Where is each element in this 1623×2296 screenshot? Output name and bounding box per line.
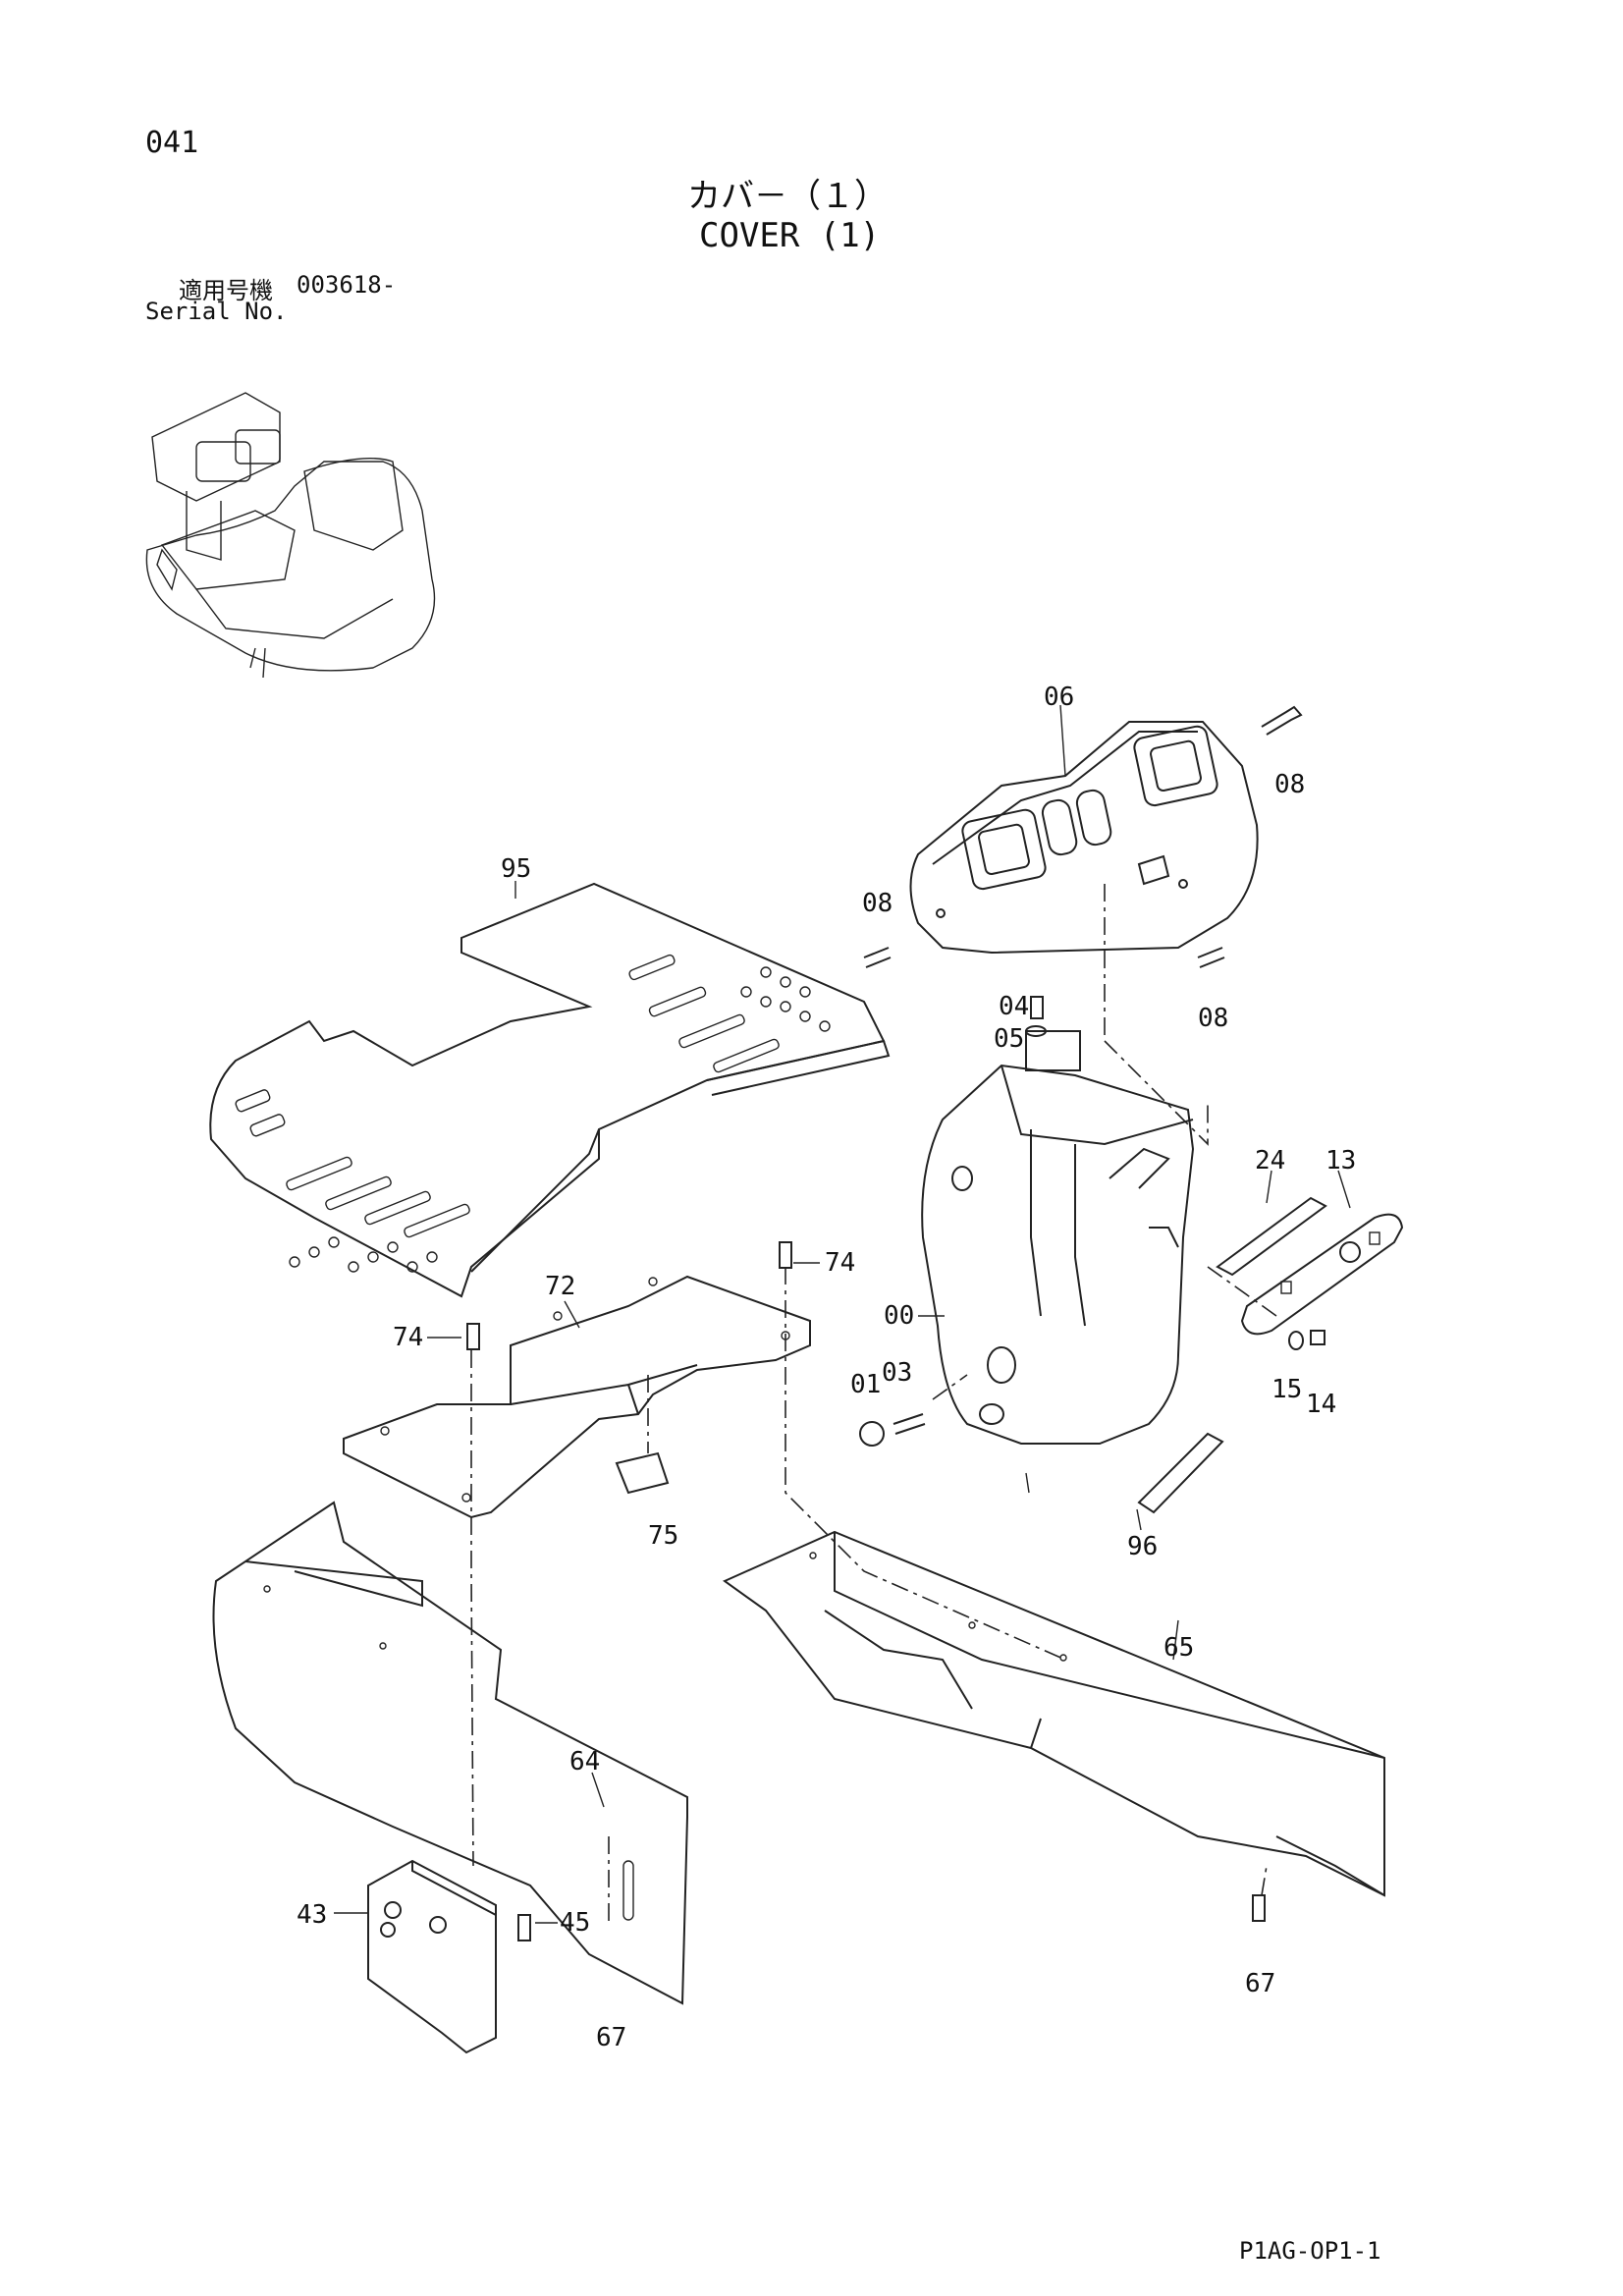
callout-74-right: 74	[825, 1248, 855, 1278]
title-japanese: カバ－（１）	[687, 177, 888, 216]
part-65-right-side-panel	[722, 1530, 1385, 1897]
callout-67-left: 67	[596, 2023, 626, 2052]
drawing-code: P1AG-OP1-1	[1239, 2237, 1381, 2265]
mat-slots	[235, 954, 780, 1238]
callout-43: 43	[297, 1900, 327, 1930]
callout-08-left: 08	[862, 889, 893, 918]
callout-64: 64	[569, 1747, 600, 1777]
callout-96: 96	[1127, 1532, 1158, 1561]
part-96-guide	[1137, 1432, 1224, 1514]
callout-24: 24	[1255, 1146, 1285, 1175]
callout-72: 72	[545, 1272, 575, 1301]
part-64-left-side-panel	[212, 1501, 688, 2005]
part-24-rod	[1216, 1196, 1327, 1277]
assembly-lines	[470, 884, 1277, 1925]
part-72-bracket-plate	[343, 1275, 811, 1519]
callout-14: 14	[1306, 1390, 1336, 1419]
leader-lines	[334, 704, 1351, 1924]
serial-number-value: 003618-	[297, 271, 397, 299]
mat-holes	[289, 966, 831, 1273]
part-43-bracket-block	[367, 1859, 497, 2054]
callout-01: 01	[850, 1370, 881, 1399]
callout-95: 95	[501, 854, 531, 884]
part-75-pad	[615, 1451, 670, 1495]
callout-15: 15	[1271, 1375, 1302, 1404]
callout-67-right: 67	[1245, 1969, 1275, 1998]
callout-04: 04	[999, 992, 1029, 1021]
callout-75: 75	[648, 1521, 678, 1551]
callout-06: 06	[1044, 683, 1074, 712]
serial-label-japanese: 適用号機	[179, 277, 273, 304]
part-callouts: 06 08 08 08 95 04 05 24 13 74 74 72 00 0…	[297, 683, 1356, 2052]
callout-45: 45	[560, 1908, 590, 1938]
fasteners	[466, 705, 1325, 1956]
part-00-console-stand	[921, 1030, 1195, 1445]
part-06-console-top-cover	[909, 721, 1259, 955]
page-number: 041	[145, 126, 199, 160]
part-95-floor-mat	[209, 882, 891, 1298]
callout-08-top: 08	[1274, 770, 1305, 799]
title-english: COVER (1)	[699, 216, 881, 255]
serial-label-english: Serial No.	[145, 298, 288, 325]
callout-13: 13	[1325, 1146, 1356, 1175]
callout-65: 65	[1163, 1633, 1194, 1663]
callout-74-left: 74	[393, 1323, 423, 1352]
callout-03: 03	[882, 1358, 912, 1388]
machine-overview-thumbnail	[145, 392, 436, 679]
callout-08-right: 08	[1198, 1004, 1228, 1033]
callout-00: 00	[884, 1301, 914, 1331]
callout-05: 05	[994, 1024, 1024, 1054]
part-13-plate	[1240, 1213, 1404, 1336]
